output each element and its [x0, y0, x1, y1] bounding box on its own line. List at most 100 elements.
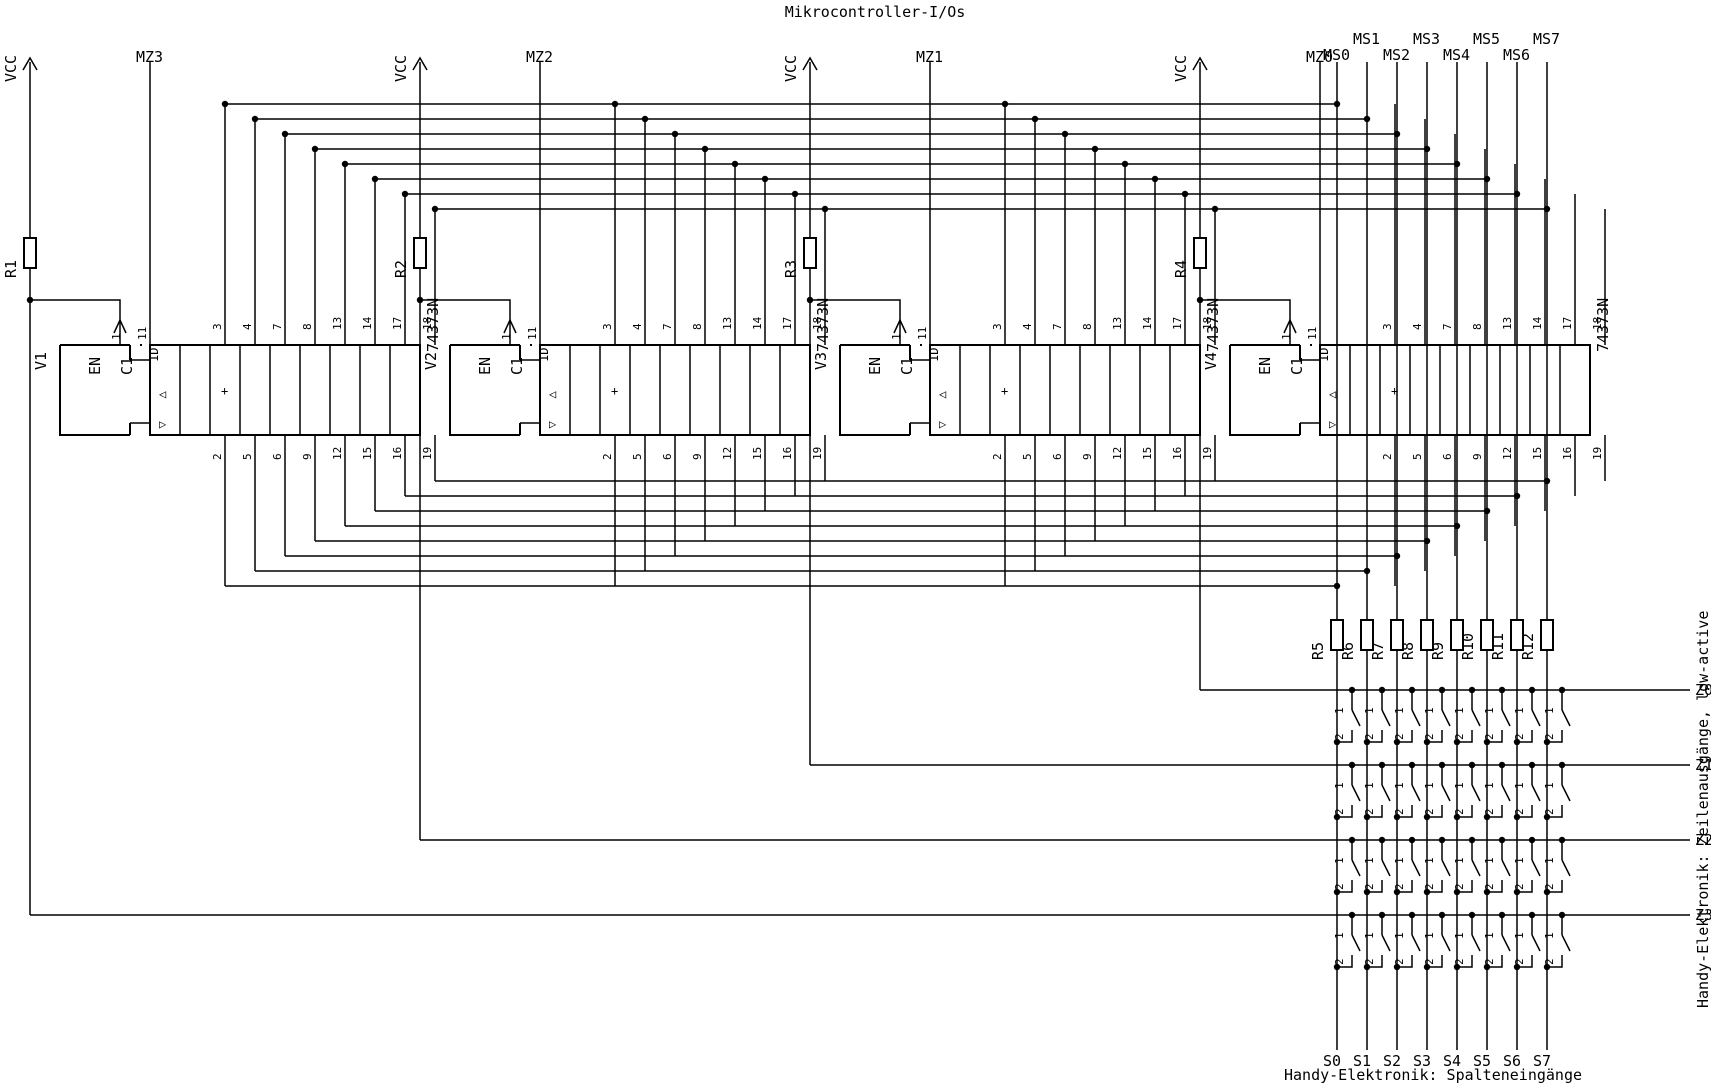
latch-buffer-symbol: ▷: [159, 417, 167, 431]
switch-contact: [1381, 934, 1391, 952]
pin-number: 9: [1081, 453, 1094, 460]
switch-pin-number: 2: [1423, 733, 1436, 740]
switch-pin-number: 2: [1363, 883, 1376, 890]
enable-wire: [420, 299, 511, 345]
pin-number: 2: [991, 453, 1004, 460]
switch-pin-number: 1: [1513, 857, 1526, 864]
pin-number: 8: [1471, 323, 1484, 330]
pin-number: 6: [661, 453, 674, 460]
latch-name: V4: [1202, 352, 1220, 370]
vcc-label: VCC: [1172, 55, 1190, 82]
column-input-label: S2: [1383, 1052, 1401, 1070]
row-select-label: MZ1: [916, 48, 943, 66]
switch-lead: [1427, 955, 1443, 968]
pin-number: 15: [1141, 447, 1154, 460]
switch-contact: [1381, 709, 1391, 727]
latch-data-block: [1319, 344, 1591, 436]
switch-pin-number: 2: [1423, 883, 1436, 890]
column-select-label: MS7: [1533, 30, 1560, 48]
switch-pin-number: 1: [1543, 932, 1556, 939]
switch-pin-number: 1: [1333, 707, 1346, 714]
vcc-label: VCC: [2, 55, 20, 82]
pin-number: 5: [241, 453, 254, 460]
latch-en-label: EN: [476, 357, 494, 375]
latch-name: V2: [422, 352, 440, 370]
switch-pin-number: 2: [1393, 808, 1406, 815]
junction-dot: [1543, 888, 1551, 896]
latch-part-label: 74373N: [1594, 298, 1612, 352]
latch-data-block: [929, 344, 1201, 436]
switch-pin-number: 1: [1393, 707, 1406, 714]
switch-pin-number: 1: [1543, 782, 1556, 789]
column-input-label: S4: [1443, 1052, 1461, 1070]
column-resistor-label: R6: [1339, 642, 1357, 660]
switch-contact: [1381, 784, 1391, 802]
pin-number: 16: [391, 447, 404, 460]
junction-dot: [1483, 738, 1491, 746]
switch-pin-number: 1: [1423, 857, 1436, 864]
latch-oc-symbol: ◁: [548, 387, 556, 401]
switch-pin-number: 2: [1543, 958, 1556, 965]
switch-lead: [1547, 880, 1563, 893]
switch-lead: [1457, 880, 1473, 893]
junction-dot: [1513, 963, 1521, 971]
pin-number: 19: [811, 447, 824, 460]
switch-pin-number: 2: [1363, 808, 1376, 815]
pin-number: 8: [691, 323, 704, 330]
latch-buffer-symbol: ▷: [1329, 417, 1337, 431]
junction-dot: [1333, 813, 1341, 821]
latch-en-label: EN: [866, 357, 884, 375]
pin-number: 3: [1381, 323, 1394, 330]
pull-up-resistor-label: R3: [782, 260, 800, 278]
switch-pin-number: 2: [1513, 883, 1526, 890]
switch-pin-number: 1: [1393, 782, 1406, 789]
switch-pin-number: 1: [1453, 857, 1466, 864]
junction-dot: [1393, 888, 1401, 896]
switch-pin-number: 1: [1423, 932, 1436, 939]
vcc-label: VCC: [782, 55, 800, 82]
row-output-label: Z2: [1695, 831, 1711, 849]
column-select-label: MS4: [1443, 46, 1470, 64]
pin-number: 4: [631, 323, 644, 330]
switch-contact: [1441, 784, 1451, 802]
column-input-label: S3: [1413, 1052, 1431, 1070]
column-select-label: MS1: [1353, 30, 1380, 48]
latch-oc-symbol: ◁: [938, 387, 946, 401]
switch-contact: [1531, 859, 1541, 877]
pin-number: 6: [271, 453, 284, 460]
pin-number: 7: [1051, 323, 1064, 330]
pin-number: 11: [136, 327, 149, 340]
column-select-label: MS0: [1323, 46, 1350, 64]
junction-dot: [1543, 813, 1551, 821]
switch-pin-number: 2: [1453, 958, 1466, 965]
switch-pin-number: 2: [1363, 733, 1376, 740]
enable-marker: [503, 318, 517, 334]
latch-plus-symbol: +: [221, 384, 228, 398]
switch-pin-number: 2: [1393, 883, 1406, 890]
switch-pin-number: 1: [1333, 782, 1346, 789]
latch-name: V3: [812, 352, 830, 370]
switch-pin-number: 2: [1513, 733, 1526, 740]
switch-contact: [1561, 934, 1571, 952]
pin-number: 11: [916, 327, 929, 340]
switch-contact: [1501, 784, 1511, 802]
junction-dot: [1423, 963, 1431, 971]
switch-pin-number: 2: [1393, 733, 1406, 740]
row-output-label: Z3: [1695, 906, 1711, 924]
pin-number: 4: [1021, 323, 1034, 330]
switch-pin-number: 1: [1543, 857, 1556, 864]
switch-lead: [1427, 880, 1443, 893]
switch-pin-number: 1: [1483, 782, 1496, 789]
pin-number: 13: [721, 317, 734, 330]
pin-number: 4: [241, 323, 254, 330]
junction-dot: [1543, 963, 1551, 971]
switch-pin-number: 2: [1543, 733, 1556, 740]
pin-number: 18: [811, 317, 824, 330]
latch-data-block: [149, 344, 421, 436]
switch-lead: [1337, 880, 1353, 893]
switch-pin-number: 1: [1543, 707, 1556, 714]
pin-number: 5: [1021, 453, 1034, 460]
row-select-label: MZ0: [1306, 48, 1333, 66]
row-output-label: Z0: [1695, 681, 1711, 699]
latch-control-block: [839, 344, 922, 436]
